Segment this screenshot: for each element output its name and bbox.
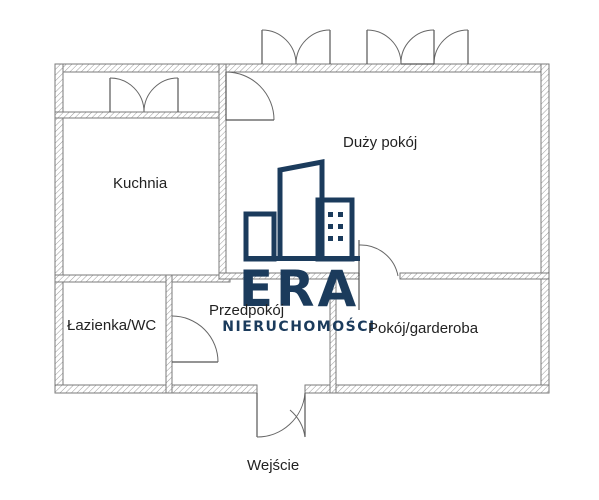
- balcony-door-left: [261, 29, 331, 65]
- era-logo: ERA NIERUCHOMOŚCI: [222, 158, 375, 335]
- logo-brand: ERA: [239, 260, 359, 318]
- room-label-przedpokoj: Przedpokój: [209, 302, 284, 319]
- large-room-door: [225, 71, 275, 121]
- outer-walls: [54, 63, 550, 394]
- bathroom-door: [171, 315, 219, 363]
- wardrobe-door: [358, 240, 399, 310]
- room-label-wejscie: Wejście: [247, 457, 299, 474]
- logo-subtitle: NIERUCHOMOŚCI: [222, 317, 375, 335]
- room-label-duzy-pokoj: Duży pokój: [343, 134, 417, 151]
- room-label-lazienka: Łazienka/WC: [67, 317, 156, 334]
- doors: [109, 29, 469, 438]
- room-label-kuchnia: Kuchnia: [113, 175, 168, 192]
- kitchen-balcony-door: [109, 77, 179, 113]
- building-icon: [243, 158, 360, 262]
- room-label-pokoj-garderoba: Pokój/garderoba: [368, 320, 479, 337]
- entrance-door: [256, 392, 306, 438]
- interior-walls: [54, 63, 550, 394]
- balcony-door-right: [366, 29, 469, 65]
